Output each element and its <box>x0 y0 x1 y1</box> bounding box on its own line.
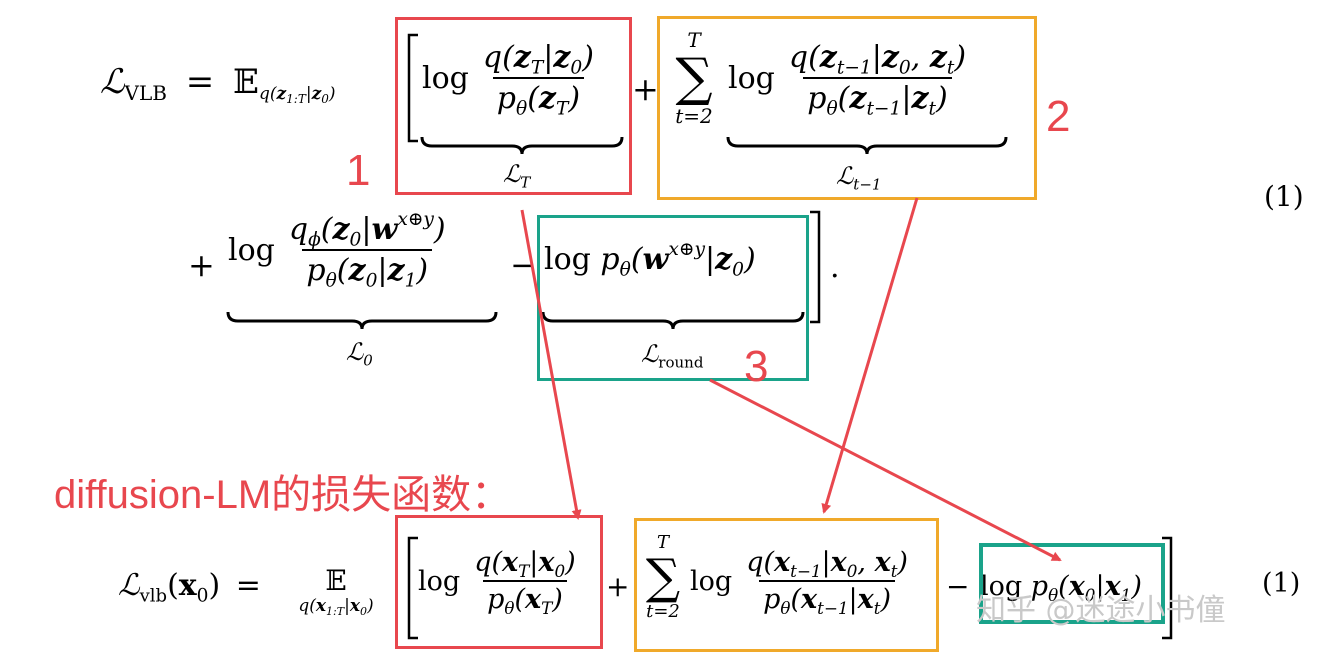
bottom-minus: − <box>946 570 970 603</box>
highlight-box-LT <box>395 17 632 195</box>
label-L0: ℒ0 <box>346 338 373 370</box>
bottom-sum: T ∑ t=2 <box>645 532 681 622</box>
top-term2: log q(zt−1|z0, zt) pθ(zt−1|zt) <box>728 40 967 120</box>
watermark: 知乎 @迷途小书僮 <box>976 593 1226 628</box>
bottom-expect: 𝔼 q(x1:T|x0) <box>298 564 374 618</box>
label-Lround: ℒround <box>641 340 704 372</box>
bottom-eq-number: (1) <box>1262 568 1301 599</box>
bottom-term3: log pθ(x0|x1) <box>980 571 1142 605</box>
top-period: . <box>830 250 840 285</box>
log-label: log <box>422 60 469 96</box>
top-plus: + <box>632 70 659 108</box>
top-eq-number: (1) <box>1264 180 1304 213</box>
marker-1: 1 <box>346 146 371 195</box>
left-bracket <box>406 33 420 147</box>
marker-2: 2 <box>1046 92 1071 141</box>
caption: diffusion-LM的损失函数： <box>54 473 512 517</box>
bottom-plus: + <box>606 570 630 603</box>
top-term1: log q(zT|z0) pθ(zT) <box>422 40 594 120</box>
brace-L0 <box>226 310 498 330</box>
bottom-term1: log q(xT|x0) pθ(xT) <box>418 547 576 618</box>
brace-Lt1 <box>726 135 1008 155</box>
top-sum: T ∑ t=2 <box>675 28 713 128</box>
right-bracket <box>808 210 822 328</box>
marker-3: 3 <box>744 342 769 391</box>
highlight-box-bottom-Lt1 <box>634 518 939 652</box>
top-minus: − <box>510 246 537 284</box>
top-term3: log qϕ(z0|wx⊕y) pθ(z0|z1) <box>228 209 446 292</box>
vlb-lhs: ℒVLB = 𝔼q(z1:T|z0) <box>100 62 336 107</box>
highlight-box-bottom-LT <box>395 515 603 649</box>
brace-LT <box>420 135 625 155</box>
bottom-term2: log q(xt−1|x0, xt) pθ(xt−1|xt) <box>690 547 908 618</box>
vlb-bottom-lhs: ℒvlb(x0) = <box>118 568 261 607</box>
bottom-left-bracket <box>406 536 420 644</box>
label-LT: ℒT <box>503 160 531 192</box>
top-plus-2: + <box>188 246 215 284</box>
bottom-right-bracket <box>1160 536 1174 644</box>
label-Lt1: ℒt−1 <box>836 162 882 194</box>
arrow-2 <box>821 197 919 514</box>
highlight-box-Lt1 <box>657 16 1037 200</box>
highlight-box-bottom-Lround <box>979 543 1165 624</box>
